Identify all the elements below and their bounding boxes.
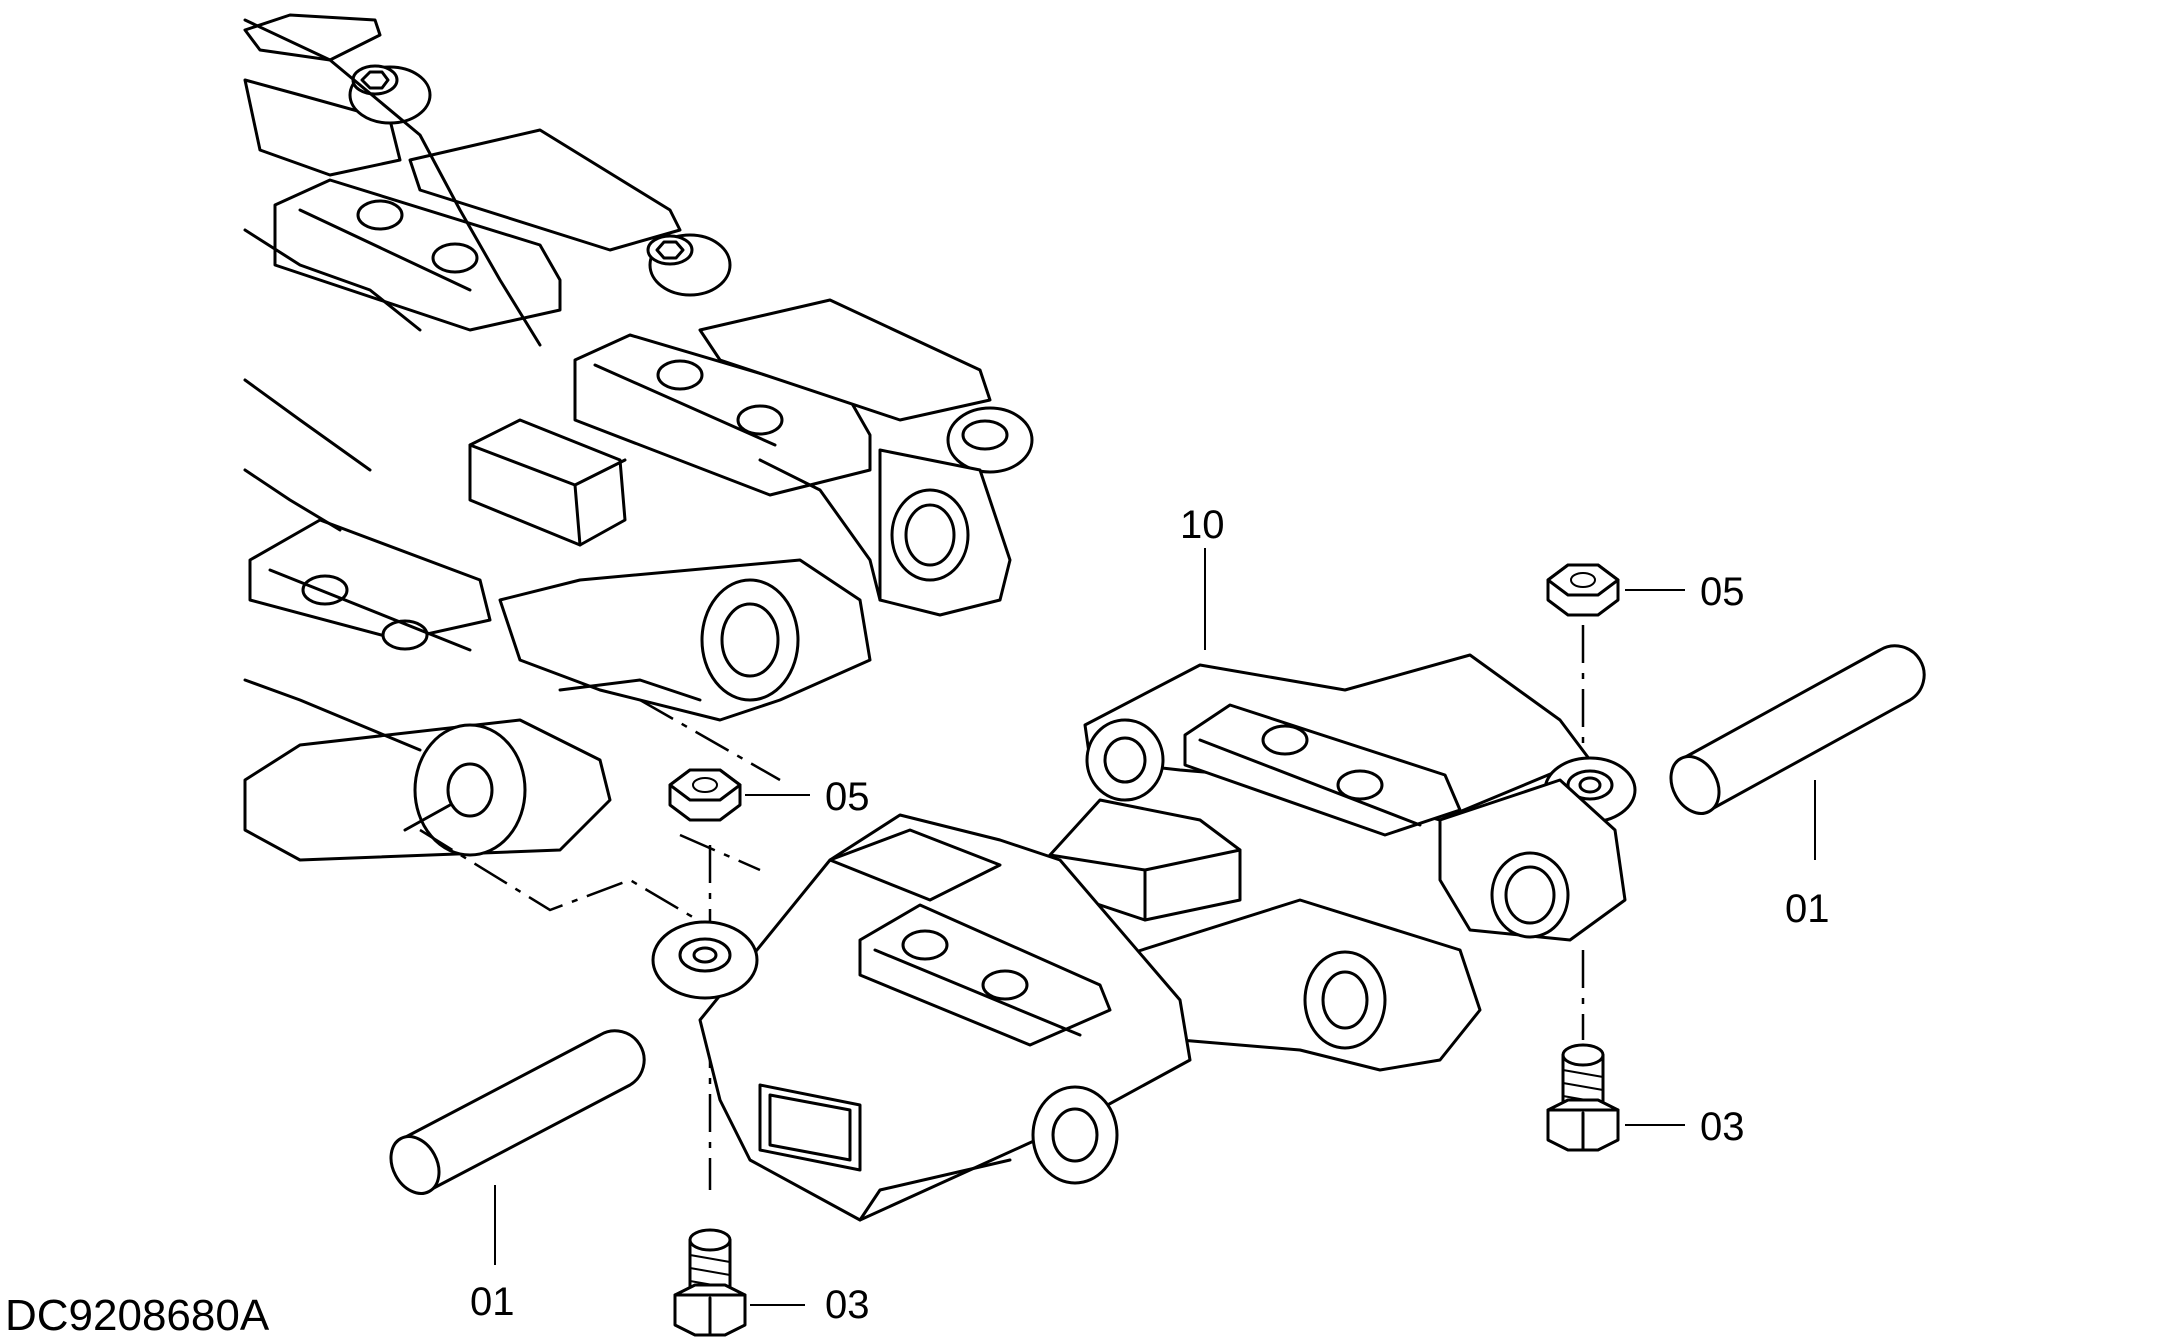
leader-lines bbox=[494, 548, 1816, 1306]
nut-right bbox=[1546, 563, 1620, 617]
callout-03-right: 03 bbox=[1700, 1105, 1745, 1149]
track-link-assembly bbox=[651, 653, 1637, 1222]
bolt-left bbox=[673, 1228, 747, 1337]
pin-left bbox=[389, 1029, 646, 1195]
callout-01-left: 01 bbox=[470, 1280, 515, 1324]
bolt-right bbox=[1546, 1043, 1620, 1152]
assembly-centerlines bbox=[419, 625, 1585, 1190]
callout-01-right: 01 bbox=[1785, 887, 1830, 931]
drawing-id: DC9208680A bbox=[5, 1291, 270, 1340]
callout-05-left: 05 bbox=[825, 775, 870, 819]
callout-05-right: 05 bbox=[1700, 570, 1745, 614]
assembled-track-chain bbox=[243, 13, 1034, 862]
callout-10: 10 bbox=[1180, 503, 1225, 547]
callout-labels: 10 05 05 01 01 03 03 bbox=[470, 503, 1830, 1327]
pin-right bbox=[1669, 644, 1926, 815]
callout-03-left: 03 bbox=[825, 1283, 870, 1327]
nut-left bbox=[668, 768, 742, 822]
